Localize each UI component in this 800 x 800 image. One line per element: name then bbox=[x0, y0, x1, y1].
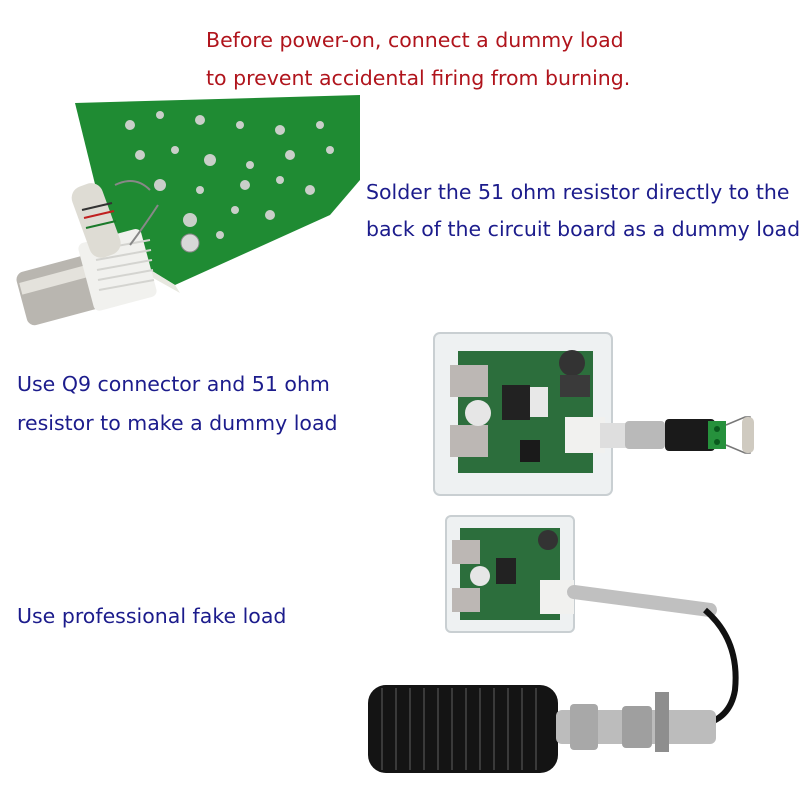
warning-line-1: Before power-on, connect a dummy load bbox=[206, 28, 624, 52]
professional-load-instruction: Use professional fake load bbox=[17, 604, 287, 628]
professional-load-photo bbox=[368, 515, 739, 773]
q9-instruction-line-2: resistor to make a dummy load bbox=[17, 411, 338, 435]
q9-instruction-line-1: Use Q9 connector and 51 ohm bbox=[17, 372, 330, 396]
solder-instruction-line-1: Solder the 51 ohm resistor directly to t… bbox=[366, 180, 790, 204]
q9-adapter-photo bbox=[433, 332, 754, 496]
pcb-resistor-photo bbox=[16, 95, 360, 326]
warning-line-2: to prevent accidental firing from burnin… bbox=[206, 66, 631, 90]
solder-instruction-line-2: back of the circuit board as a dummy loa… bbox=[366, 217, 800, 241]
